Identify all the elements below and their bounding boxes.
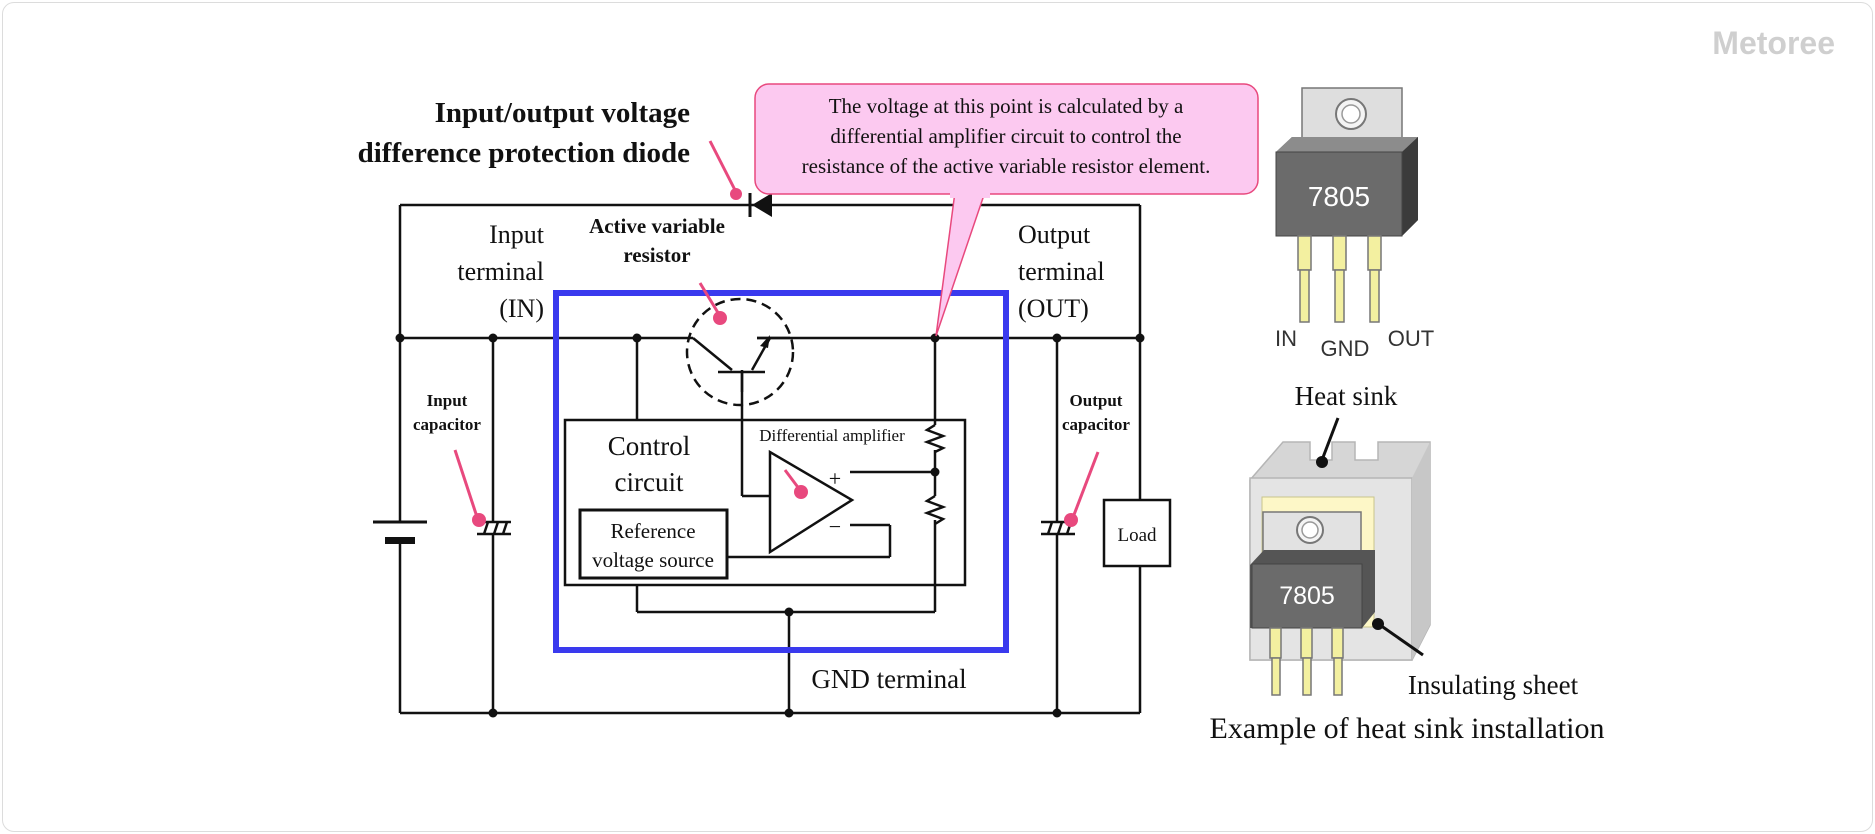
svg-text:resistance of the active varia: resistance of the active variable resist…	[802, 154, 1211, 178]
svg-text:Output: Output	[1018, 220, 1091, 249]
regulator-part-number: 7805	[1308, 181, 1370, 212]
svg-text:(OUT): (OUT)	[1018, 294, 1089, 323]
load-box	[1102, 498, 1172, 568]
heat-sink-label: Heat sink	[1295, 381, 1398, 411]
svg-text:terminal: terminal	[1018, 257, 1105, 286]
protection-diode-label: Input/output voltage difference protecti…	[358, 97, 691, 169]
svg-text:Output: Output	[1070, 391, 1123, 410]
callout-text: The voltage at this point is calculated …	[802, 94, 1211, 178]
transistor-symbol	[685, 297, 795, 407]
regulator-ic-outline	[553, 290, 1009, 653]
pin-label-gnd: GND	[1321, 336, 1370, 361]
svg-text:capacitor: capacitor	[1062, 415, 1130, 434]
pin-label-in: IN	[1275, 326, 1297, 351]
callout-bubble	[754, 83, 1259, 337]
svg-text:Input/output voltage: Input/output voltage	[435, 97, 691, 129]
reference-source-label: Reference voltage source	[592, 519, 714, 572]
heatsink-illustration: 7805	[1249, 417, 1431, 696]
output-terminal-label: Output terminal (OUT)	[1018, 220, 1105, 323]
insulating-sheet-label: Insulating sheet	[1408, 670, 1579, 700]
svg-text:(IN): (IN)	[499, 294, 544, 323]
output-capacitor-label: Output capacitor	[1062, 391, 1130, 434]
resistor-lower	[923, 494, 947, 526]
reference-voltage-box	[578, 508, 729, 580]
minus-sign: −	[829, 514, 841, 539]
battery-symbol	[373, 520, 427, 544]
svg-text:capacitor: capacitor	[413, 415, 481, 434]
heatsink-part-number: 7805	[1279, 582, 1335, 610]
svg-text:Input: Input	[489, 220, 545, 249]
pointer-markers	[453, 140, 1100, 527]
svg-text:The voltage at this point is c: The voltage at this point is calculated …	[829, 94, 1184, 118]
regulator-package-illustration: 7805 IN GND OUT	[1275, 87, 1434, 361]
active-resistor-label: Active variable resistor	[589, 214, 725, 267]
load-label: Load	[1117, 525, 1157, 546]
svg-text:resistor: resistor	[623, 243, 690, 267]
svg-text:differential amplifier circuit: differential amplifier circuit to contro…	[830, 124, 1181, 148]
gnd-terminal-label: GND terminal	[811, 664, 966, 694]
control-circuit-label: Control circuit	[608, 431, 691, 497]
svg-text:voltage source: voltage source	[592, 548, 714, 572]
svg-text:circuit: circuit	[615, 467, 684, 497]
differential-amplifier-label: Differential amplifier	[759, 426, 905, 445]
svg-text:difference protection diode: difference protection diode	[358, 137, 690, 169]
resistor-upper	[923, 423, 947, 454]
protection-diode-symbol	[748, 193, 772, 217]
svg-text:Input: Input	[427, 391, 468, 410]
svg-text:Control: Control	[608, 431, 691, 461]
plus-sign: +	[829, 466, 841, 491]
svg-text:Reference: Reference	[610, 519, 695, 543]
svg-text:terminal: terminal	[457, 257, 544, 286]
pin-label-out: OUT	[1388, 326, 1434, 351]
input-capacitor-label: Input capacitor	[413, 391, 481, 434]
input-terminal-label: Input terminal (IN)	[457, 220, 544, 323]
svg-text:Active variable: Active variable	[589, 214, 725, 238]
heatsink-caption: Example of heat sink installation	[1210, 712, 1605, 745]
metoree-logo: Metoree	[1712, 25, 1835, 61]
